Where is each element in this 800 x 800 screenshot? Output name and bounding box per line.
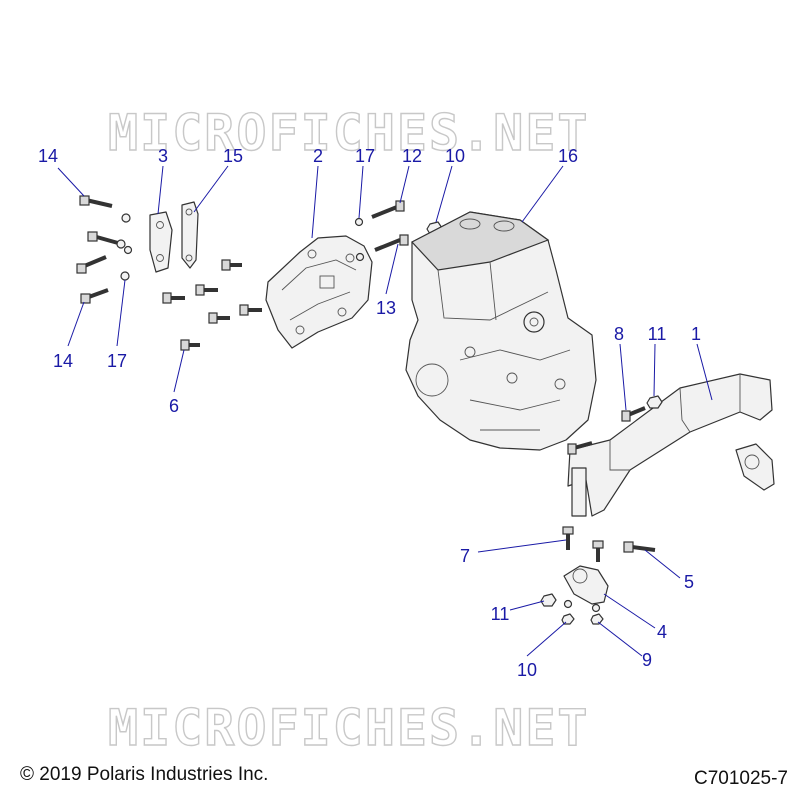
- bolt-icon: [562, 526, 574, 550]
- bolt-icon: [79, 195, 113, 208]
- bolt-icon: [567, 441, 593, 455]
- engine-mount-bracket: [265, 235, 373, 349]
- bolt-icon: [623, 541, 656, 553]
- callout-17b: 17: [107, 351, 127, 371]
- bracket-icon: [181, 201, 199, 269]
- engine-icon: [405, 211, 597, 451]
- callout-1: 1: [691, 324, 701, 344]
- mount-icon: [563, 565, 609, 605]
- callout-6: 6: [169, 396, 179, 416]
- nut-icon: [590, 613, 604, 625]
- callout-16: 16: [558, 146, 578, 166]
- washer-icon: [591, 603, 601, 613]
- crossmember-bracket: [567, 373, 773, 517]
- callout-10: 10: [445, 146, 465, 166]
- nut-icon: [540, 593, 557, 607]
- callout-3: 3: [158, 146, 168, 166]
- callout-10b: 10: [517, 660, 537, 680]
- bolt-icon: [371, 200, 405, 219]
- washer-icon: [116, 239, 126, 249]
- bolt-icon: [195, 284, 218, 296]
- callout-11: 11: [648, 324, 667, 344]
- callout-15: 15: [223, 146, 243, 166]
- bolt-icon: [374, 234, 409, 252]
- bolt-icon: [239, 304, 262, 316]
- washer-icon: [121, 213, 131, 223]
- callout-11b: 11: [491, 604, 510, 624]
- callout-13: 13: [376, 298, 396, 318]
- callout-9: 9: [642, 650, 652, 670]
- callout-7: 7: [460, 546, 470, 566]
- washer-icon: [123, 245, 133, 255]
- leader-lines: [57, 165, 713, 657]
- washer-icon: [355, 252, 365, 262]
- watermark-bottom: MICROFICHES.NET: [108, 699, 590, 757]
- washer-icon: [120, 271, 130, 281]
- bolt-icon: [592, 540, 604, 562]
- bolt-icon: [87, 231, 119, 245]
- callout-14: 14: [38, 146, 58, 166]
- callout-5: 5: [684, 572, 694, 592]
- washer-icon: [354, 217, 364, 227]
- diagram-id: C701025-7: [694, 768, 788, 789]
- callout-4: 4: [657, 622, 667, 642]
- nut-icon: [646, 395, 663, 409]
- bolt-icon: [208, 312, 230, 324]
- callout-2: 2: [313, 146, 323, 166]
- watermark-top: MICROFICHES.NET: [108, 104, 590, 162]
- nut-icon: [561, 613, 575, 625]
- bolt-icon: [80, 288, 109, 304]
- callout-12: 12: [402, 146, 422, 166]
- bolt-icon: [621, 406, 646, 422]
- mount-icon: [735, 443, 775, 491]
- bolt-icon: [162, 292, 185, 304]
- callout-17: 17: [355, 146, 375, 166]
- bracket-icon: [149, 211, 173, 273]
- copyright-text: © 2019 Polaris Industries Inc.: [20, 764, 268, 785]
- bolt-icon: [180, 339, 200, 351]
- bolt-icon: [221, 259, 242, 271]
- callout-14b: 14: [53, 351, 73, 371]
- callout-8: 8: [614, 324, 624, 344]
- washer-icon: [563, 599, 573, 609]
- bolt-icon: [76, 255, 107, 274]
